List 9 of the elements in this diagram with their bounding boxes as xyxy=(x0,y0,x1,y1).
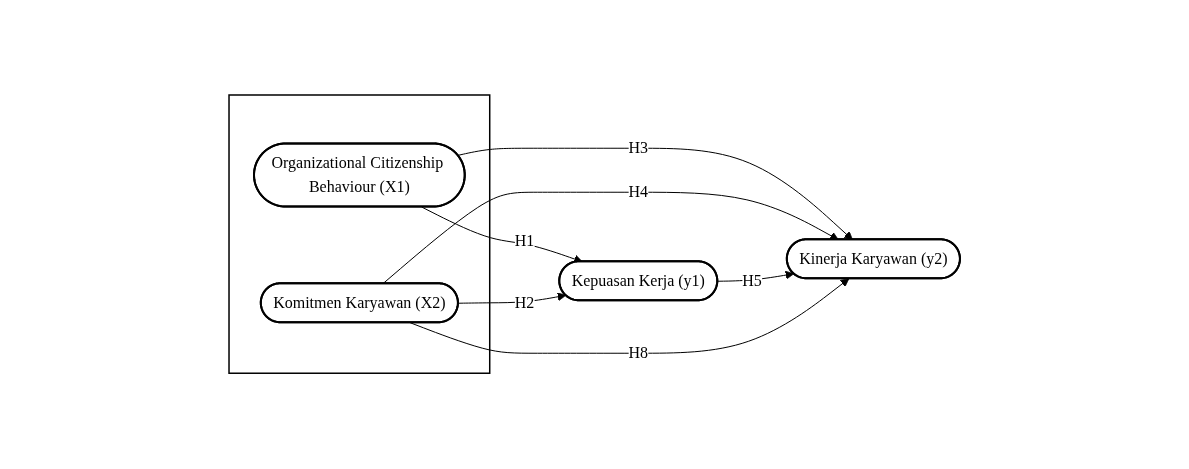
edge-label: H5 xyxy=(742,272,762,290)
edge-label: H2 xyxy=(514,294,535,312)
cluster xyxy=(228,94,491,375)
edge-label: H1 xyxy=(514,232,535,250)
arrow xyxy=(409,278,850,355)
edge-label: H3 xyxy=(628,139,649,157)
edge-label: H8 xyxy=(628,344,649,362)
arrow xyxy=(457,148,853,241)
edge-label: H4 xyxy=(628,183,649,201)
